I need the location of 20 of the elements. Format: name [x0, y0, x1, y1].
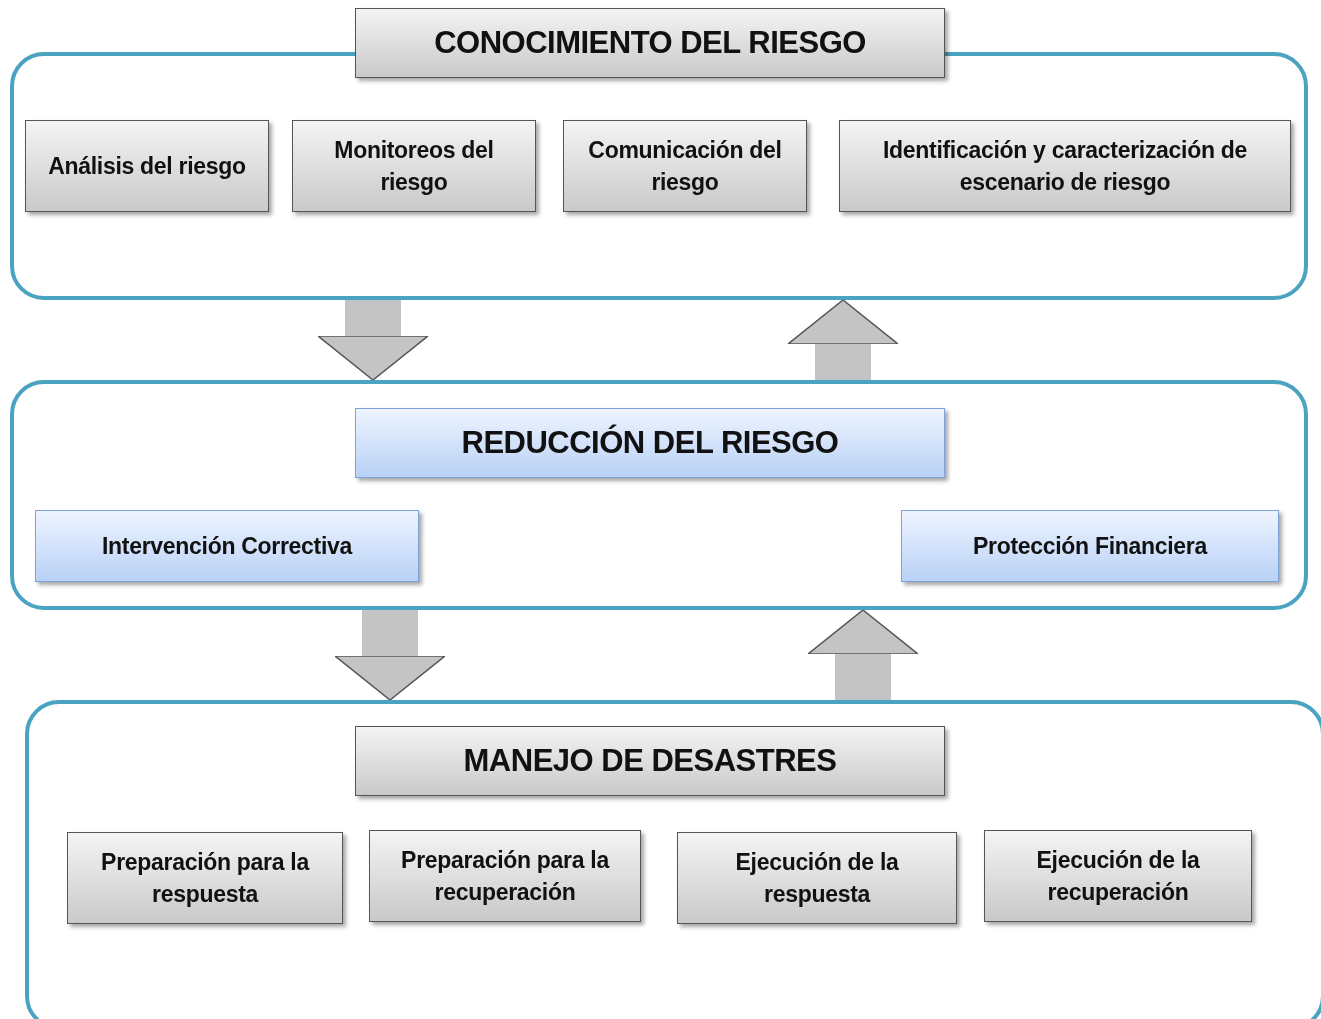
heading-box: CONOCIMIENTO DEL RIESGO: [355, 8, 945, 78]
process-box: Preparación para la recuperación: [369, 830, 641, 922]
process-box: Identificación y caracterización de escenario de riesgo: [839, 120, 1291, 212]
block-arrow: [807, 609, 919, 700]
process-box: Comunicación del riesgo: [563, 120, 807, 212]
heading-box: REDUCCIÓN DEL RIESGO: [355, 408, 945, 478]
block-arrow: [317, 300, 429, 381]
process-box: Análisis del riesgo: [25, 120, 269, 212]
rounded-frame: [10, 380, 1308, 610]
process-box: Monitoreos del riesgo: [292, 120, 536, 212]
block-arrow: [334, 610, 446, 701]
heading-box: MANEJO DE DESASTRES: [355, 726, 945, 796]
process-box: Protección Financiera: [901, 510, 1279, 582]
block-arrow: [787, 299, 899, 380]
process-box: Ejecución de la respuesta: [677, 832, 957, 924]
rounded-frame: [10, 52, 1308, 300]
rounded-frame: [25, 700, 1321, 1019]
process-box: Intervención Correctiva: [35, 510, 419, 582]
process-box: Ejecución de la recuperación: [984, 830, 1252, 922]
process-box: Preparación para la respuesta: [67, 832, 343, 924]
